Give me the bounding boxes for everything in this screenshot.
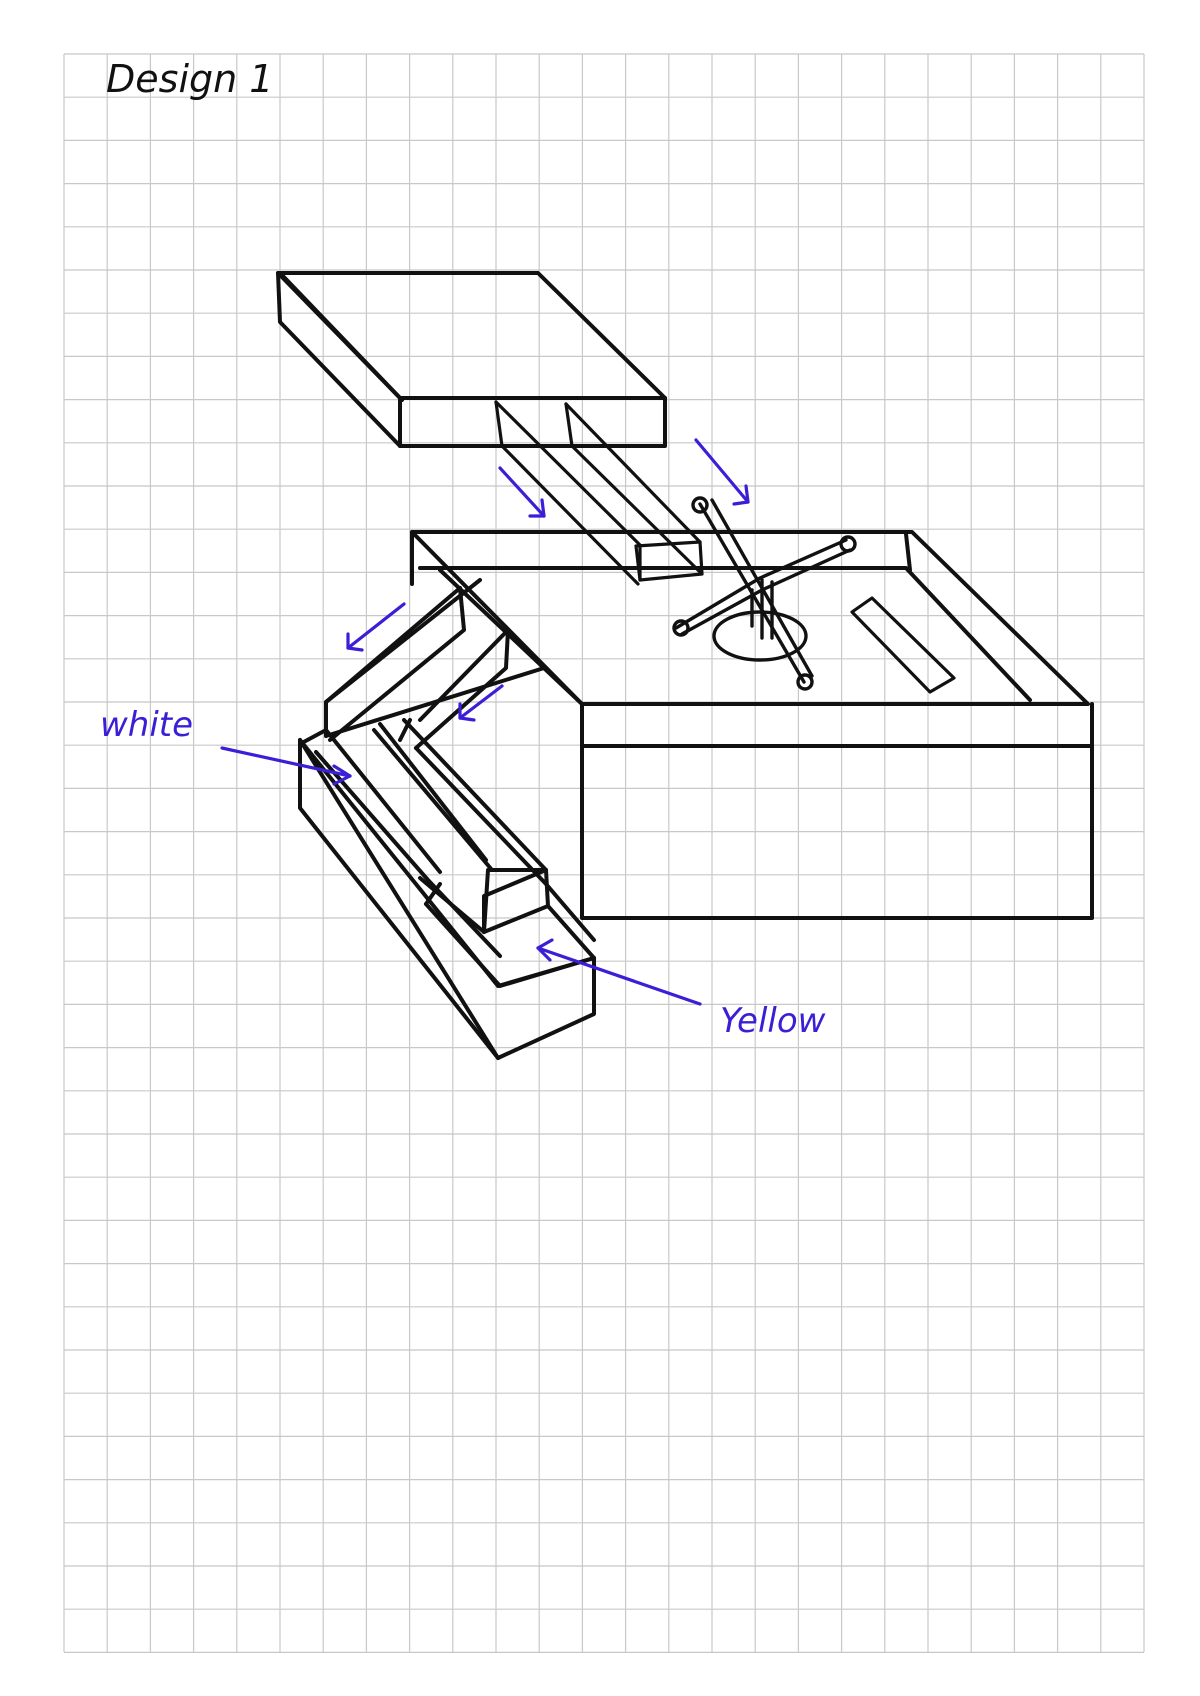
yellow-pointer-arrow: [536, 938, 702, 1006]
motion-arrow-lid: [498, 466, 546, 518]
motion-arrow-spinner: [694, 438, 750, 506]
label-yellow: Yellow: [720, 1001, 826, 1041]
page-title: Design 1: [106, 57, 273, 101]
white-pointer-arrow: [220, 746, 352, 786]
motion-arrow-drawer-top: [346, 602, 406, 652]
spinner-mechanism: [672, 496, 857, 691]
design-sketch: [276, 271, 1094, 1060]
main-box: [410, 530, 1094, 920]
label-white: white: [100, 705, 193, 745]
box-slot: [850, 596, 956, 694]
motion-arrow-drawer-inner: [458, 684, 504, 722]
annotation-layer: [220, 438, 750, 1006]
lid-plate: [276, 271, 667, 448]
